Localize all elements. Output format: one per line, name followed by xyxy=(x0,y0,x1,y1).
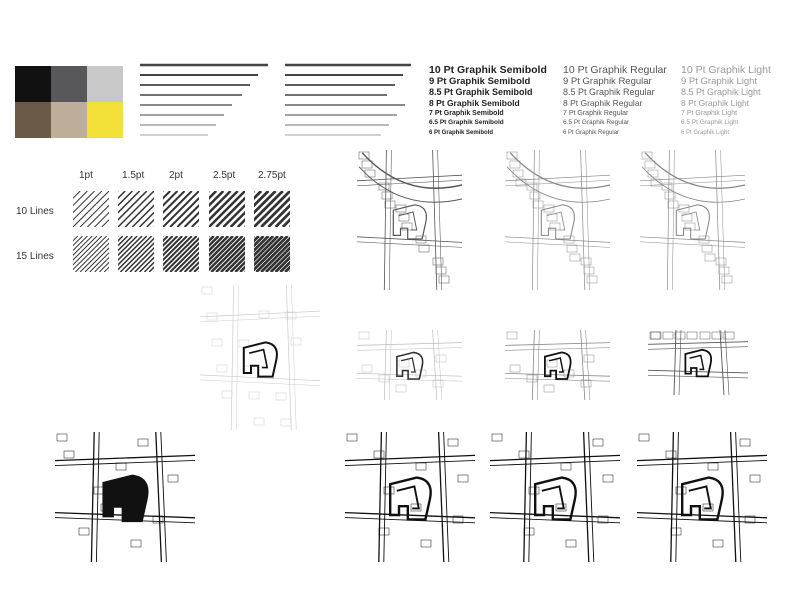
hatch-swatch xyxy=(73,236,109,272)
type-sample: 9 Pt Graphik Regular xyxy=(563,76,652,87)
swatch-light-gray xyxy=(87,66,123,102)
hatch-swatch xyxy=(209,191,245,227)
hatch-row-label: 15 Lines xyxy=(16,251,54,262)
type-sample: 6 Pt Graphik Regular xyxy=(563,130,620,136)
block-map xyxy=(490,432,620,562)
type-sample: 8 Pt Graphik Regular xyxy=(563,98,643,108)
type-sample: 6.5 Pt Graphik Regular xyxy=(563,119,630,126)
swatch-yellow xyxy=(87,102,123,138)
site-plan-map xyxy=(640,150,745,290)
hatch-swatch xyxy=(73,191,109,227)
type-sample: 8.5 Pt Graphik Regular xyxy=(563,87,655,97)
swatch-tan xyxy=(51,102,87,138)
type-sample: 10 Pt Graphik Semibold xyxy=(429,64,547,76)
type-sample: 7 Pt Graphik Light xyxy=(681,110,738,117)
block-map xyxy=(55,432,195,562)
type-sample: 8.5 Pt Graphik Semibold xyxy=(429,87,533,97)
type-sample: 7 Pt Graphik Regular xyxy=(563,110,629,117)
site-plan-map xyxy=(505,150,610,290)
type-sample: 10 Pt Graphik Regular xyxy=(563,64,667,76)
hatch-swatch xyxy=(254,236,290,272)
block-map xyxy=(345,432,475,562)
line-weights-left xyxy=(140,63,268,136)
type-sample: 8 Pt Graphik Light xyxy=(681,98,750,108)
hatch-col-label: 2.5pt xyxy=(213,170,236,181)
type-specimen-regular: 10 Pt Graphik Regular 9 Pt Graphik Regul… xyxy=(563,65,667,139)
swatch-dark-gray xyxy=(51,66,87,102)
hatch-swatch xyxy=(118,191,154,227)
hatch-col-label: 2pt xyxy=(169,170,183,181)
type-specimen-light: 10 Pt Graphik Light 9 Pt Graphik Light 8… xyxy=(681,65,771,139)
type-sample: 7 Pt Graphik Semibold xyxy=(429,110,504,117)
context-map xyxy=(357,330,462,400)
hatch-swatch xyxy=(254,191,290,227)
hatch-col-label: 1pt xyxy=(79,170,93,181)
hatch-swatch xyxy=(163,191,199,227)
hatch-col-label: 2.75pt xyxy=(258,170,286,181)
context-map xyxy=(200,285,320,430)
context-map xyxy=(648,330,748,395)
type-sample: 9 Pt Graphik Light xyxy=(681,76,758,87)
hatch-swatch xyxy=(209,236,245,272)
type-sample: 6 Pt Graphik Semibold xyxy=(429,130,494,136)
line-weights-right xyxy=(285,63,411,136)
type-sample: 8 Pt Graphik Semibold xyxy=(429,98,520,108)
hatch-swatch xyxy=(118,236,154,272)
type-sample: 9 Pt Graphik Semibold xyxy=(429,76,531,87)
hatch-col-label: 1.5pt xyxy=(122,170,145,181)
block-map xyxy=(637,432,767,562)
hatch-swatch xyxy=(163,236,199,272)
context-map xyxy=(505,330,610,400)
type-sample: 8.5 Pt Graphik Light xyxy=(681,87,761,97)
site-plan-map xyxy=(357,150,462,290)
hatch-row-label: 10 Lines xyxy=(16,206,54,217)
swatch-black xyxy=(15,66,51,102)
type-sample: 10 Pt Graphik Light xyxy=(681,64,771,76)
type-sample: 6.5 Pt Graphik Light xyxy=(681,119,739,126)
swatch-brown xyxy=(15,102,51,138)
type-sample: 6.5 Pt Graphik Semibold xyxy=(429,119,504,126)
type-sample: 6 Pt Graphik Light xyxy=(681,130,730,136)
type-specimen-semibold: 10 Pt Graphik Semibold 9 Pt Graphik Semi… xyxy=(429,65,547,139)
